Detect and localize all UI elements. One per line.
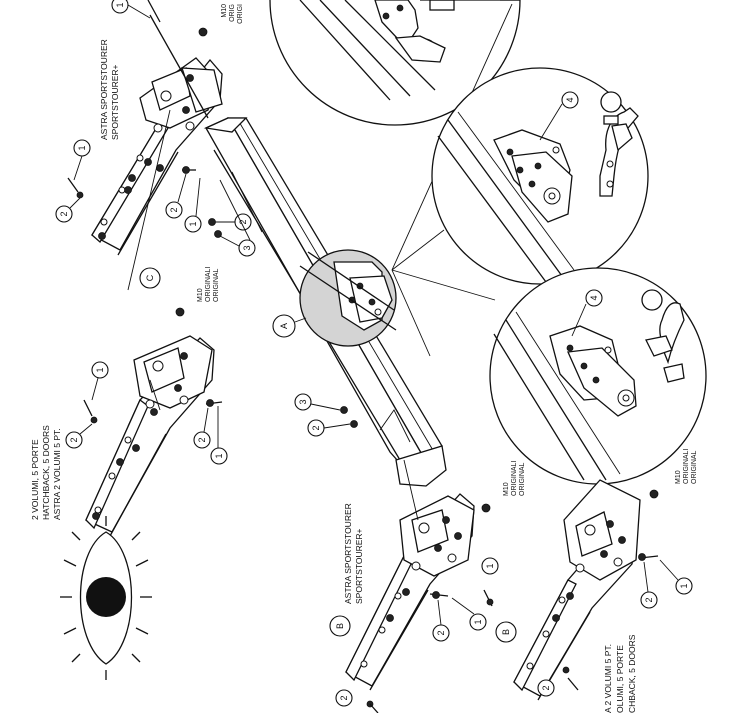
callout-a: A [272, 314, 307, 338]
callout-number: 1 [188, 221, 198, 226]
originali-text: ORIGINALI [683, 449, 690, 484]
top-orig2-text: ORIGI [237, 4, 244, 24]
bracket-c-label: ASTRA SPORTSTOURER SPORTSTOURER+ [99, 39, 120, 140]
callout-1-c: 1 [67, 139, 91, 199]
bracket-hatchback [85, 307, 215, 537]
m10-text: M10 [503, 482, 510, 496]
bracket-b-center-label: ASTRA SPORTSTOURER SPORTSTOURER+ [343, 503, 364, 604]
bracket-b-center [345, 459, 491, 691]
callout-number: 1 [473, 619, 483, 624]
callout-letter: A [279, 323, 289, 329]
original-text: ORIGINAL [519, 462, 526, 496]
callout-number: 1 [115, 2, 125, 7]
top-m10-text: M10 [221, 4, 228, 18]
callout-number: 1 [77, 145, 87, 150]
callout-number: 2 [436, 630, 446, 635]
astra-2-volumi-label: ASTRA 2 VOLUMI 5 PT. [52, 428, 62, 520]
callout-number: 2 [339, 695, 349, 700]
sportstourer-plus-label-c: SPORTSTOURER+ [110, 64, 120, 140]
bracket-b-right-label: A 2 VOLUMI 5 PT. OLUMI, 5 PORTE CHBACK, … [603, 634, 637, 713]
detail-circle-middle: 4 [431, 67, 649, 285]
originali-text: ORIGINALI [511, 461, 518, 496]
original-text: ORIGINAL [213, 268, 220, 302]
callouts-b-right: B 2 1 2 [495, 553, 693, 697]
callout-number: 3 [298, 399, 308, 404]
callout-c: C [139, 267, 161, 289]
callout-number: 2 [311, 425, 321, 430]
callout-1-top: 1 [111, 0, 208, 37]
bottom-volumi-porte-label: OLUMI, 5 PORTE [615, 645, 625, 713]
bottom-hatchback-label: CHBACK, 5 DOORS [627, 634, 637, 713]
detail-circle-lower: 4 [489, 267, 707, 485]
callout-number: 1 [679, 583, 689, 588]
m10-label-right: M10 ORIGINALI ORIGINAL [675, 449, 698, 484]
callout-letter: C [145, 274, 155, 281]
bolt-set-middle: 3 2 [294, 393, 358, 437]
bracket-hatchback-label: 2 VOLUMI, 5 PORTE HATCHBACK, 5 DOORS AST… [30, 425, 62, 520]
top-m10-label: M10 ORIG ORIGI [221, 4, 244, 24]
callout-number: 2 [69, 437, 79, 442]
m10-text: M10 [197, 288, 204, 302]
callout-number: 4 [589, 295, 599, 300]
callout-number: 2 [644, 597, 654, 602]
callout-number: 4 [565, 97, 575, 102]
callout-number: 2 [169, 207, 179, 212]
callout-2-c: 2 [55, 197, 81, 223]
original-text: ORIGINAL [691, 450, 698, 484]
astra-sportstourer-label-c: ASTRA SPORTSTOURER [99, 39, 109, 140]
detail-a [299, 249, 397, 347]
bracket-c [91, 14, 223, 291]
callout-number: 2 [541, 685, 551, 690]
callout-letter: B [335, 623, 345, 629]
callouts-hatchback: 1 2 2 1 [65, 361, 228, 465]
hatchback-label: HATCHBACK, 5 DOORS [41, 425, 51, 520]
callouts-b-center: B 2 2 1 1 [329, 557, 499, 714]
callout-number: 1 [485, 563, 495, 568]
callout-number: 2 [238, 219, 248, 224]
originali-text: ORIGINALI [205, 267, 212, 302]
top-orig1-text: ORIG [229, 4, 236, 22]
callout-number: 1 [214, 453, 224, 458]
callout-number: 1 [95, 367, 105, 372]
callout-number: 3 [242, 245, 252, 250]
eye-icon [60, 516, 152, 680]
volumi-porte-label: 2 VOLUMI, 5 PORTE [30, 439, 40, 520]
astra-sportstourer-label-b: ASTRA SPORTSTOURER [343, 503, 353, 604]
callout-number: 2 [197, 437, 207, 442]
m10-label-center: M10 ORIGINALI ORIGINAL [503, 461, 526, 496]
callout-number: 2 [59, 211, 69, 216]
detail-circle-top [269, 0, 521, 126]
sportstourer-plus-label-b: SPORTSTOURER+ [354, 528, 364, 604]
callout-letter: B [501, 629, 511, 635]
bottom-astra-2-volumi-label: A 2 VOLUMI 5 PT. [603, 644, 613, 713]
m10-label-left: M10 ORIGINALI ORIGINAL [197, 267, 220, 302]
m10-text: M10 [675, 470, 682, 484]
